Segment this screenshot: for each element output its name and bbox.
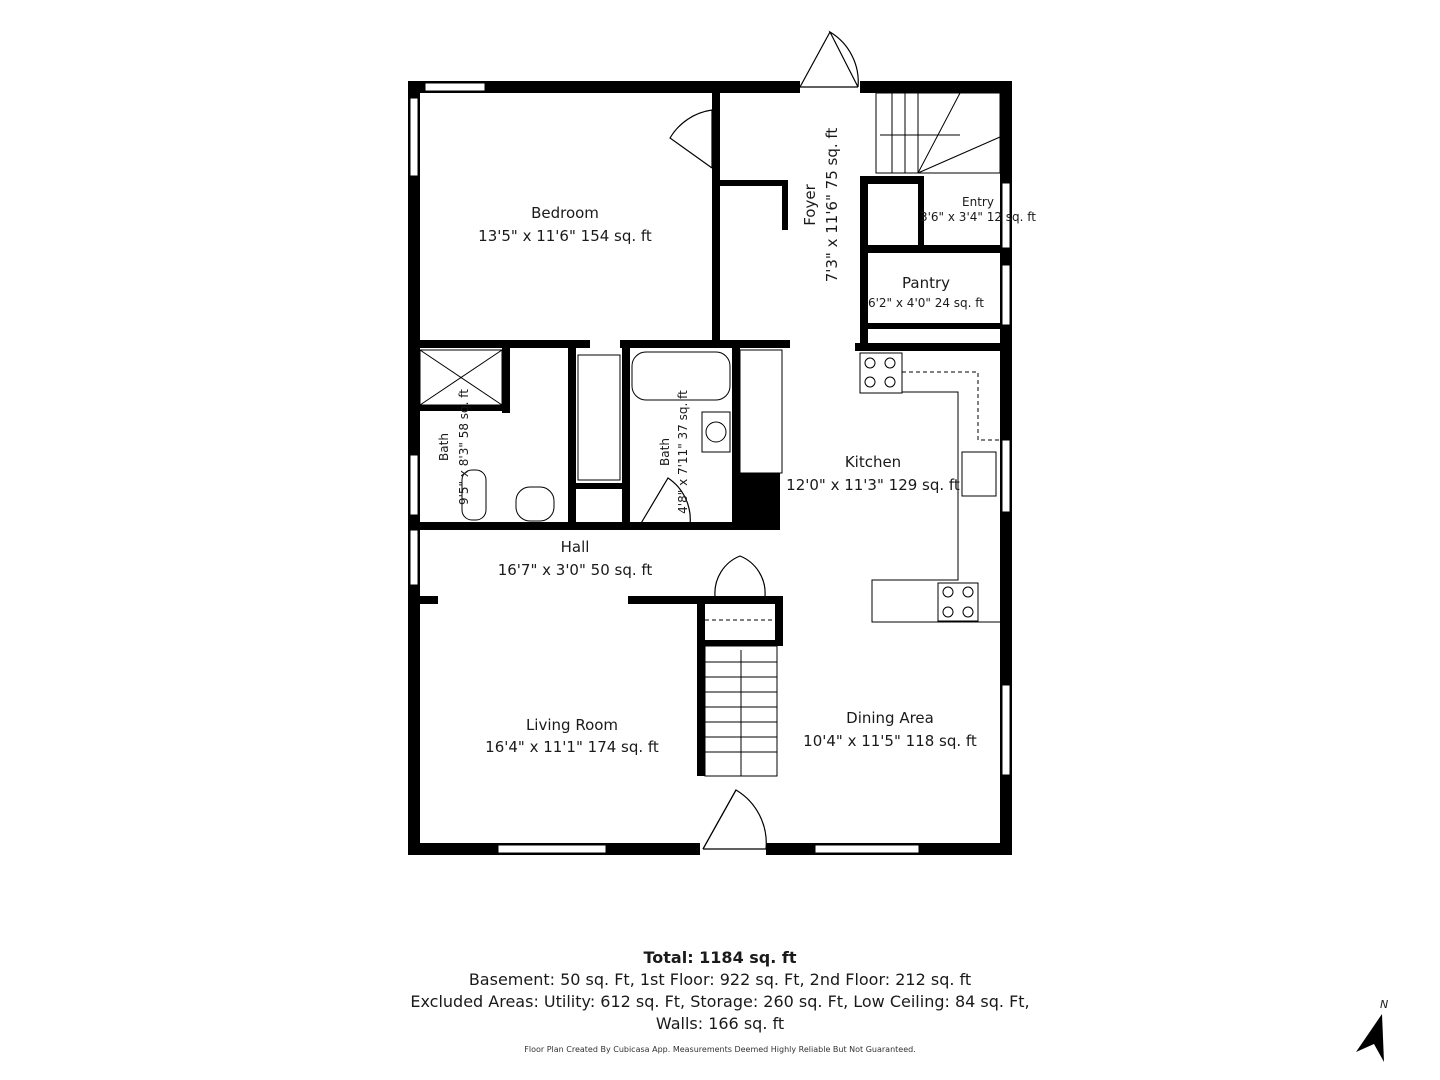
area-summary: Total: 1184 sq. ft Basement: 50 sq. Ft, …	[0, 947, 1440, 1035]
credit-text: Floor Plan Created By Cubicasa App. Meas…	[524, 1045, 916, 1054]
living-dims: 16'4" x 11'1" 174 sq. ft	[485, 738, 659, 756]
bath2-dims: 4'8" x 7'11" 37 sq. ft	[676, 390, 690, 514]
bath2-name: Bath	[658, 438, 672, 466]
total-area: Total: 1184 sq. ft	[643, 948, 797, 967]
stairs-lower	[704, 619, 778, 777]
living-door	[702, 789, 767, 850]
north-arrow-icon	[1356, 1014, 1384, 1062]
bedroom-dims: 13'5" x 11'6" 154 sq. ft	[478, 227, 652, 245]
dining-dims: 10'4" x 11'5" 118 sq. ft	[803, 732, 977, 750]
front-door	[799, 30, 859, 88]
bedroom-door	[669, 109, 713, 169]
stair-door	[714, 555, 766, 597]
foyer-name: Foyer	[801, 183, 819, 225]
pantry-dims: 6'2" x 4'0" 24 sq. ft	[868, 296, 984, 310]
dining-name: Dining Area	[846, 709, 934, 727]
stairs-upper	[875, 92, 1001, 174]
floor-areas: Basement: 50 sq. Ft, 1st Floor: 922 sq. …	[468, 970, 972, 989]
pantry-name: Pantry	[902, 274, 950, 292]
entry-name: Entry	[962, 195, 994, 209]
interior-walls	[418, 93, 1002, 776]
bath1-dims: 9'5" x 8'3" 58 sq. ft	[457, 389, 471, 505]
bedroom-name: Bedroom	[531, 204, 599, 222]
wall-area: Walls: 166 sq. ft	[655, 1014, 785, 1033]
entry-dims: 3'6" x 3'4" 12 sq. ft	[920, 210, 1036, 224]
north-label: N	[1380, 998, 1389, 1011]
kitchen-dims: 12'0" x 11'3" 129 sq. ft	[786, 476, 960, 494]
living-name: Living Room	[526, 716, 618, 734]
hall-dims: 16'7" x 3'0" 50 sq. ft	[498, 561, 653, 579]
foyer-dims: 7'3" x 11'6" 75 sq. ft	[823, 128, 841, 283]
hall-name: Hall	[561, 538, 590, 556]
floor-plan: Bedroom 13'5" x 11'6" 154 sq. ft Foyer 7…	[408, 30, 1036, 856]
kitchen-name: Kitchen	[845, 453, 901, 471]
windows	[409, 82, 1011, 854]
bath1-name: Bath	[437, 433, 451, 461]
kitchen-fixtures	[859, 352, 1000, 623]
bath-fixtures	[419, 349, 731, 522]
excluded-areas: Excluded Areas: Utility: 612 sq. Ft, Sto…	[410, 992, 1030, 1011]
bath2-door	[638, 477, 691, 526]
